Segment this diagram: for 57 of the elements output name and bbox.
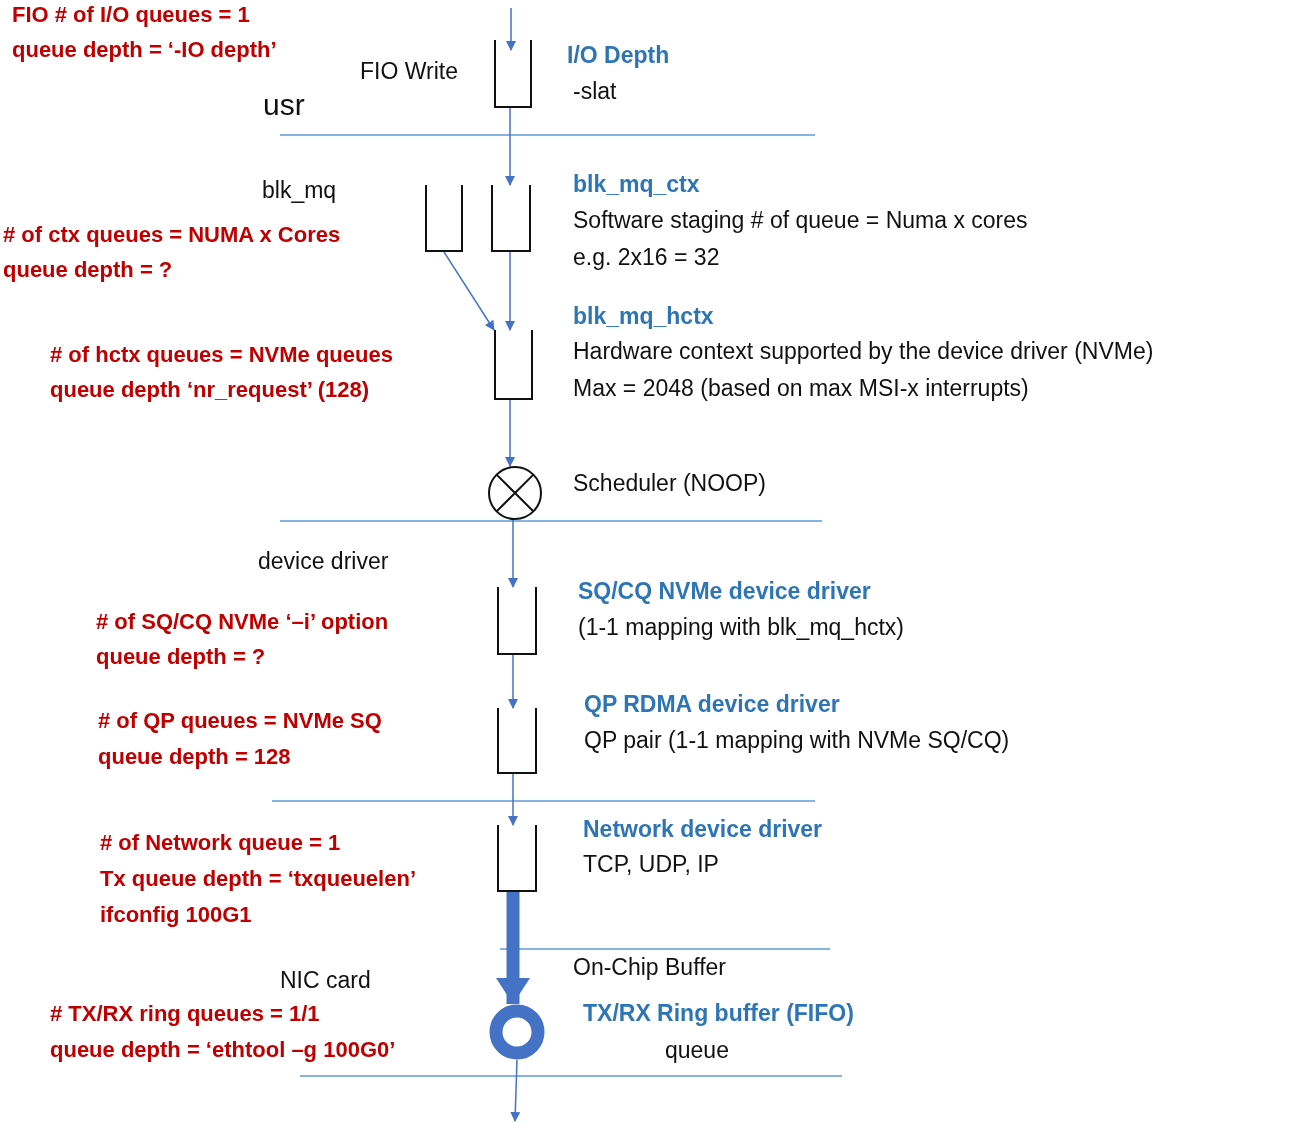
layer-label: Max = 2048 (based on max MSI-x interrupts) bbox=[573, 374, 1029, 402]
arrow bbox=[508, 654, 518, 709]
arrow bbox=[508, 773, 518, 826]
ring-buffer-symbol bbox=[489, 1004, 545, 1060]
arrow bbox=[508, 519, 518, 588]
queue-symbol bbox=[425, 185, 463, 252]
queue-parameter-note: # of ctx queues = NUMA x Cores bbox=[3, 221, 341, 249]
layer-label: usr bbox=[263, 88, 305, 122]
layer-label: -slat bbox=[573, 77, 617, 105]
layer-label: On-Chip Buffer bbox=[573, 953, 726, 981]
queue-parameter-note: ifconfig 100G1 bbox=[100, 901, 252, 929]
arrow bbox=[510, 1059, 521, 1122]
queue-parameter-note: queue depth ‘nr_request’ (128) bbox=[50, 376, 370, 404]
queue-parameter-note: # of QP queues = NVMe SQ bbox=[98, 707, 382, 735]
layer-label: Hardware context supported by the device driver (NVMe) bbox=[573, 337, 1154, 365]
layer-heading: blk_mq_hctx bbox=[573, 302, 714, 330]
layer-label: queue bbox=[665, 1036, 729, 1064]
layer-heading: Network device driver bbox=[583, 815, 823, 843]
layer-heading: TX/RX Ring buffer (FIFO) bbox=[583, 999, 854, 1027]
queue-parameter-note: # TX/RX ring queues = 1/1 bbox=[50, 1000, 320, 1028]
layer-label: NIC card bbox=[280, 966, 371, 994]
queue-symbol bbox=[497, 825, 537, 892]
queue-parameter-note: queue depth = ‘-IO depth’ bbox=[12, 36, 277, 64]
layer-heading: QP RDMA device driver bbox=[584, 690, 840, 718]
arrow bbox=[506, 7, 516, 51]
layer-label: FIO Write bbox=[360, 57, 458, 85]
queue-symbol bbox=[497, 708, 537, 774]
layer-label: e.g. 2x16 = 32 bbox=[573, 243, 720, 271]
queue-parameter-note: queue depth = ‘ethtool –g 100G0’ bbox=[50, 1036, 396, 1064]
layer-label: (1-1 mapping with blk_mq_hctx) bbox=[578, 613, 904, 641]
queue-parameter-note: # of Network queue = 1 bbox=[100, 829, 341, 857]
queue-symbol bbox=[494, 330, 533, 400]
layer-label: Software staging # of queue = Numa x cores bbox=[573, 206, 1028, 234]
layer-label: Scheduler (NOOP) bbox=[573, 469, 766, 497]
layer-heading: SQ/CQ NVMe device driver bbox=[578, 577, 871, 605]
arrow bbox=[443, 251, 495, 331]
queue-parameter-note: queue depth = ? bbox=[96, 643, 266, 671]
queue-symbol bbox=[494, 40, 532, 108]
queue-parameter-note: queue depth = 128 bbox=[98, 743, 291, 771]
queue-parameter-note: Tx queue depth = ‘txqueuelen’ bbox=[100, 865, 416, 893]
layer-heading: blk_mq_ctx bbox=[573, 170, 700, 198]
thick-arrow bbox=[496, 892, 530, 1004]
queue-parameter-note: # of SQ/CQ NVMe ‘–i’ option bbox=[96, 608, 389, 636]
layer-label: device driver bbox=[258, 547, 389, 575]
layer-label: TCP, UDP, IP bbox=[583, 850, 719, 878]
scheduler-symbol bbox=[488, 466, 542, 520]
arrow bbox=[505, 399, 515, 467]
arrow bbox=[505, 107, 515, 186]
layer-heading: I/O Depth bbox=[567, 41, 670, 69]
queue-parameter-note: FIO # of I/O queues = 1 bbox=[12, 1, 250, 29]
queue-symbol bbox=[491, 185, 531, 252]
layer-label: QP pair (1-1 mapping with NVMe SQ/CQ) bbox=[584, 726, 1010, 754]
layer-label: blk_mq bbox=[262, 176, 337, 204]
queue-symbol bbox=[497, 587, 537, 655]
queue-parameter-note: queue depth = ? bbox=[3, 256, 173, 284]
arrow bbox=[505, 251, 515, 331]
queue-parameter-note: # of hctx queues = NVMe queues bbox=[50, 341, 393, 369]
